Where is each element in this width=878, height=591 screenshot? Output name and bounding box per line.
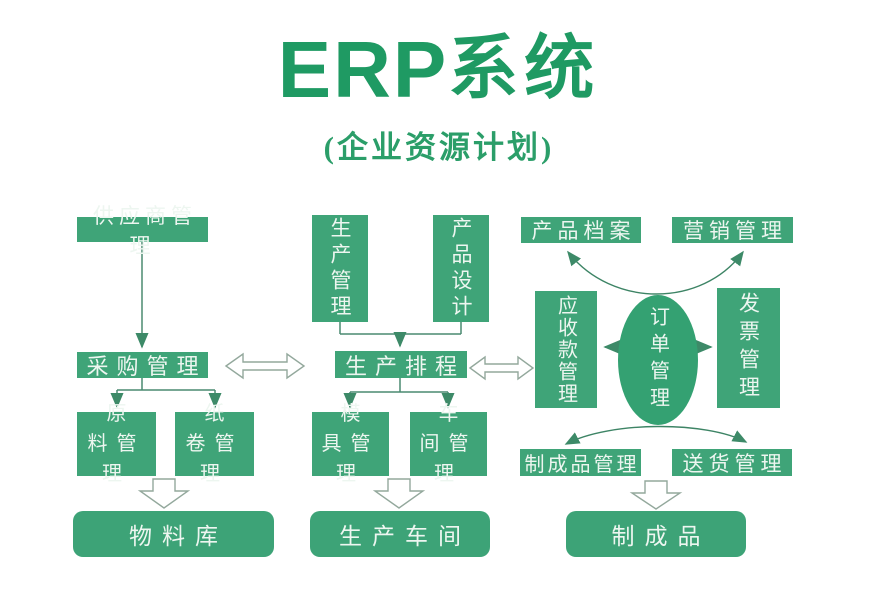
node-finished-goods-management: 制成品管理 <box>520 449 641 476</box>
double-arrow-purchasing-scheduling <box>224 352 306 380</box>
page-subtitle: (企业资源计划) <box>323 130 555 165</box>
node-production-workshop: 生产车间 <box>310 511 490 557</box>
node-production-scheduling: 生产排程 <box>335 351 467 379</box>
block-arrow-to-material-warehouse <box>137 478 191 509</box>
node-invoice-management: 发票管理 <box>717 288 780 408</box>
connector-production-merge <box>339 322 462 335</box>
node-product-archive: 产品档案 <box>521 217 641 243</box>
title-latin: ERP <box>277 25 449 114</box>
node-workshop-management: 车间管理 <box>410 403 487 485</box>
node-raw-material-management: 原料管理 <box>77 403 156 485</box>
connector-scheduling-branch <box>349 378 449 407</box>
arc-order-to-archive-and-marketing <box>567 250 744 295</box>
node-production-management: 生产管理 <box>312 215 368 322</box>
node-marketing-management: 营销管理 <box>672 217 793 243</box>
node-delivery-management: 送货管理 <box>672 449 792 476</box>
node-order-management: 订单管理 <box>618 295 698 425</box>
node-finished-goods: 制成品 <box>566 511 746 557</box>
node-material-warehouse: 物料库 <box>73 511 274 557</box>
node-product-design: 产品设计 <box>433 215 489 322</box>
node-paper-roll-management: 纸卷管理 <box>175 403 254 485</box>
block-arrow-to-production-workshop <box>372 478 426 509</box>
double-arrow-scheduling-receivables <box>468 355 535 381</box>
node-purchasing-management: 采购管理 <box>77 352 208 379</box>
node-mold-management: 模具管理 <box>312 403 389 485</box>
node-supplier-management: 供应商管理 <box>77 204 208 258</box>
node-receivables-management: 应收款管理 <box>535 291 597 408</box>
connector-purchasing-branch <box>116 378 216 407</box>
page-title: ERP系统 <box>0 30 878 110</box>
arc-order-to-finished-and-delivery <box>564 425 748 445</box>
title-cjk: 系统 <box>448 31 601 108</box>
block-arrow-to-finished-goods <box>629 480 683 510</box>
